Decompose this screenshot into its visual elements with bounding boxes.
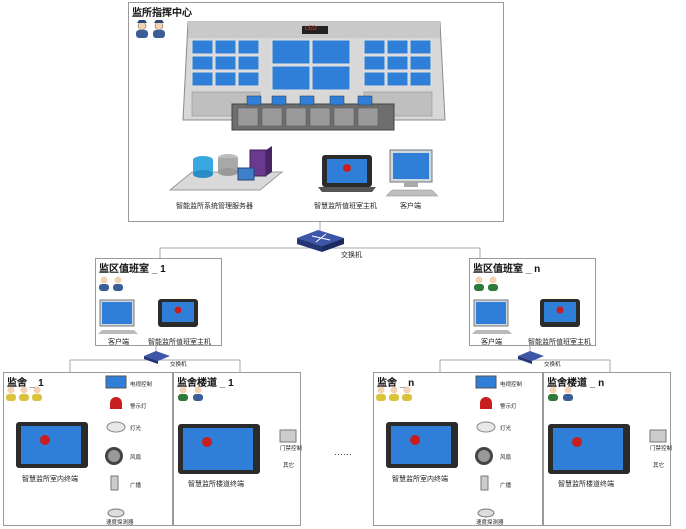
corridor-n-device-other: 其它 [653, 463, 665, 469]
main-switch-label: 交换机 [341, 252, 362, 259]
cell-1-device-detector: 速度探测器 [106, 520, 134, 526]
corridor-n-terminal-label: 智慧监所楼道终端 [558, 481, 614, 488]
cell-n-title: 监舍 _ n [377, 378, 415, 389]
cell-n-device-light: 灯光 [500, 426, 512, 432]
client-label: 客户端 [400, 203, 421, 210]
duty-room-1-title: 监区值班室 _ 1 [99, 264, 166, 275]
duty-room-n-title: 监区值班室 _ n [473, 264, 541, 275]
cell-1-device-fan: 风扇 [130, 455, 142, 461]
corridor-1-terminal-label: 智慧监所楼道终端 [188, 481, 244, 488]
duty-room-1-switch-label: 交换机 [170, 362, 187, 368]
corridor-n-title: 监舍楼道 _ n [547, 378, 605, 389]
cell-1-device-warning-light: 警示灯 [130, 404, 147, 410]
corridor-1-title: 监舍楼道 _ 1 [177, 378, 234, 389]
cell-1-device-broadcast: 广播 [130, 483, 142, 489]
cell-n-device-fan: 风扇 [500, 455, 512, 461]
officer-icons [136, 20, 165, 38]
led-sign: LED [305, 26, 317, 32]
cell-1-title: 监舍 _ 1 [7, 378, 44, 389]
cell-n-device-warning-light: 警示灯 [500, 404, 517, 410]
corridor-1-device-other: 其它 [283, 463, 295, 469]
cell-1-terminal-label: 智慧监所室内终端 [22, 476, 78, 483]
command-center-title: 监所指挥中心 [132, 8, 192, 19]
corridor-n-device-access: 门禁控制 [650, 446, 673, 452]
duty-room-n-switch-label: 交换机 [544, 362, 561, 368]
duty-room-n-host-label: 智能监所值班室主机 [528, 339, 591, 346]
cell-n-device-tv: 电视控制 [500, 382, 523, 388]
ellipsis-separator: …… [334, 447, 352, 457]
duty-room-1-host-label: 智能监所值班室主机 [148, 339, 211, 346]
duty-host-label: 智慧监所值班室主机 [314, 203, 377, 210]
cell-1-device-tv: 电视控制 [130, 382, 153, 388]
duty-room-1-client-label: 客户端 [108, 339, 129, 346]
cell-n-device-broadcast: 广播 [500, 483, 512, 489]
duty-room-n-client-label: 客户端 [481, 339, 502, 346]
server-label: 智能监所系统管理服务器 [176, 203, 253, 210]
cell-1-device-light: 灯光 [130, 426, 142, 432]
corridor-1-device-access: 门禁控制 [280, 446, 303, 452]
cell-n-terminal-label: 智慧监所室内终端 [392, 476, 448, 483]
cell-n-device-detector: 速度探测器 [476, 520, 504, 526]
